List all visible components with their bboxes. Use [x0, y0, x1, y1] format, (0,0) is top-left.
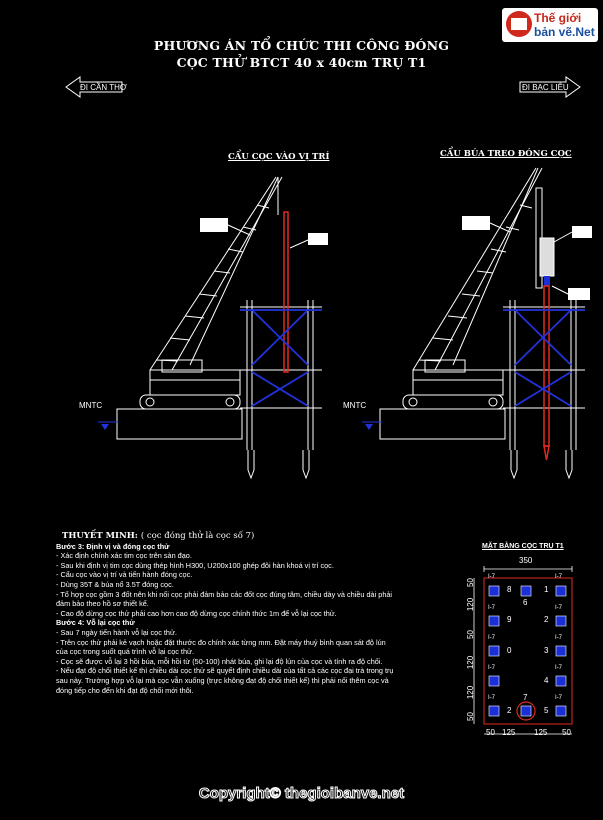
logo-text-line1: Thế giới — [534, 11, 582, 25]
pile-number: 0 — [507, 646, 512, 655]
direction-arrow-right — [519, 76, 581, 98]
pile-plan-title: MẶT BẰNG CỌC TRỤ T1 — [482, 543, 564, 550]
plan-total-width: 350 — [519, 556, 533, 565]
notes-heading: THUYẾT MINH: ( cọc đóng thử là cọc số 7) — [62, 531, 255, 541]
plan-side-dim: 50 — [465, 578, 475, 587]
step3-line: - Cao độ dừng cọc thử phải cao hơn cao đ… — [56, 608, 337, 618]
step4-line: - Cọc sẽ được vỗ lại 3 hồi búa, mỗi hồi … — [56, 656, 383, 666]
right-blue-bracing — [503, 309, 585, 407]
plan-bottom-dim: 50 — [562, 728, 571, 737]
right-water-level-label: MNTC — [343, 401, 367, 410]
direction-arrow-left — [65, 76, 123, 98]
pile-number: 5 — [544, 706, 549, 715]
step3-line: - Tổ hợp cọc gồm 3 đốt nên khi nối cọc p… — [56, 589, 393, 609]
pile-tag: I-7 — [488, 574, 496, 580]
direction-label-left: ĐI CẦN THƠ — [80, 83, 127, 92]
step4-line: - Trên cọc thử phải kẻ vạch hoặc đặt thư… — [56, 637, 386, 657]
logo-text-line2: bản vẽ.Net — [534, 25, 595, 39]
plan-side-dim: 50 — [465, 630, 475, 639]
step3-line: - Cẩu cọc vào vị trí và tiến hành đóng c… — [56, 570, 193, 580]
plan-bottom-dim: 50 — [486, 728, 495, 737]
pile-tag: I-7 — [488, 605, 496, 611]
pile-number: 3 — [544, 646, 549, 655]
left-crane-elevation — [98, 176, 328, 480]
right-pile-hammer — [539, 237, 555, 277]
step3-title: Bước 3: Định vị và đóng cọc thử — [56, 541, 170, 551]
step3-line: - Xác định chính xác tim cọc trên sàn đạ… — [56, 551, 192, 561]
pile-number: 6 — [523, 598, 528, 607]
logo-house-icon — [511, 18, 527, 30]
step3-line: - Dùng 35T & búa nổ 3.5T đóng cọc. — [56, 579, 174, 589]
pile-tag: I-7 — [555, 635, 563, 641]
step3-line: - Sau khi định vị tim cọc dùng thép hình… — [56, 560, 334, 570]
pile-tag: I-7 — [555, 695, 563, 701]
right-pontoon — [379, 408, 506, 440]
plan-bottom-dim: 125 — [534, 728, 548, 737]
step4-line: - Nếu đạt độ chối thiết kế thì chiều dài… — [56, 666, 394, 695]
left-suspended-pile — [283, 211, 289, 373]
pile-number: 2 — [544, 615, 549, 624]
pile-tag: I-7 — [488, 695, 496, 701]
right-crane-track — [402, 394, 504, 410]
pile-number: 8 — [507, 585, 512, 594]
step4-line: - Sau 7 ngày tiến hành vỗ lại cọc thử. — [56, 627, 177, 637]
pile-number: 1 — [544, 585, 549, 594]
left-view-subtitle: CẨU CỌC VÀO VỊ TRÍ — [228, 152, 330, 162]
plan-side-dim: 120 — [466, 597, 476, 612]
pile-number: 9 — [507, 615, 512, 624]
right-view-subtitle: CẨU BÚA TREO ĐÓNG CỌC — [440, 149, 572, 159]
construction-notes: THUYẾT MINH: ( cọc đóng thử là cọc số 7)… — [56, 531, 398, 695]
pile-tag: I-7 — [488, 665, 496, 671]
left-crane-body — [149, 369, 241, 396]
left-pontoon — [116, 408, 243, 440]
test-pile-7-marker — [516, 701, 536, 721]
plan-side-dim: 50 — [465, 712, 475, 721]
left-crane-track — [139, 394, 241, 410]
drawing-title-line1: PHƯƠNG ÁN TỔ CHỨC THI CÔNG ĐÓNG — [153, 38, 450, 53]
drawing-title-line2: CỌC THỬ BTCT 40 x 40cm TRỤ T1 — [176, 55, 427, 70]
pile-number: 7 — [523, 693, 528, 702]
left-blue-bracing — [240, 309, 322, 407]
pile-squares — [488, 585, 567, 717]
pile-tag: I-7 — [555, 574, 563, 580]
right-crane-body — [412, 369, 504, 396]
pile-tag: I-7 — [555, 665, 563, 671]
pile-plan-drawing — [473, 566, 573, 735]
plan-bottom-dim: 125 — [502, 728, 516, 737]
pile-tag: I-7 — [555, 605, 563, 611]
plan-side-dim: 120 — [466, 685, 476, 700]
plan-side-dim: 120 — [466, 655, 476, 670]
pile-number: 2 — [507, 706, 512, 715]
site-logo[interactable]: Thế giới bản vẽ.Net — [502, 8, 598, 42]
step4-title: Bước 4: Vỗ lại cọc thử — [56, 618, 135, 628]
copyright-watermark: Copyright© thegioibanve.net — [198, 785, 405, 803]
pile-cap-outline — [483, 577, 573, 725]
direction-label-right: ĐI BẠC LIÊU — [522, 83, 569, 92]
pile-tag: I-7 — [488, 635, 496, 641]
right-crane-elevation — [362, 167, 592, 480]
pile-number: 4 — [544, 676, 549, 685]
left-water-level-label: MNTC — [79, 401, 103, 410]
